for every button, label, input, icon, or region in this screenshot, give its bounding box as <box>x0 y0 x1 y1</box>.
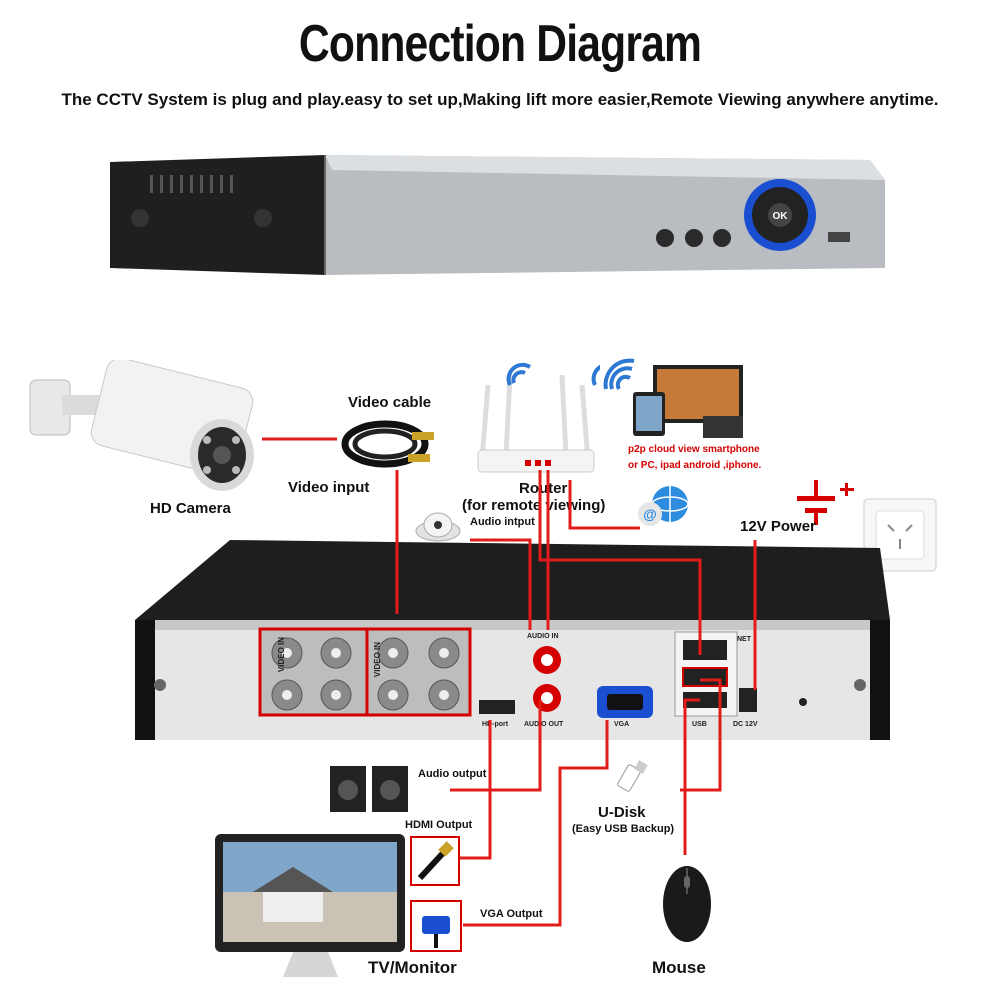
menu-button <box>713 229 731 247</box>
mouse-label: Mouse <box>652 958 706 977</box>
p2p-label-1: p2p cloud view smartphone <box>628 444 760 455</box>
dc-port-label: DC 12V <box>733 721 758 728</box>
hd-camera-image <box>29 360 254 491</box>
front-usb-port <box>828 232 850 242</box>
video-in-label-1: VIDEO IN <box>277 636 287 673</box>
audio-input-label: Audio intput <box>470 516 535 528</box>
vga-output-label: VGA Output <box>480 908 543 920</box>
power-symbol-icon <box>797 480 854 525</box>
usb-port-label: USB <box>692 721 707 728</box>
u-disk-image <box>617 760 648 792</box>
svg-text:@: @ <box>643 506 657 522</box>
audio-out-port-label: AUDIO OUT <box>524 721 564 728</box>
video-cable-image <box>341 420 434 468</box>
hd-camera-label: HD Camera <box>150 500 231 517</box>
dvr-front-image: OK <box>110 155 885 275</box>
video-cable-label: Video cable <box>348 394 432 411</box>
mouse-image <box>663 866 711 942</box>
video-in-label-2: VIDEO IN <box>373 641 383 678</box>
p2p-devices-image <box>633 365 743 438</box>
tv-monitor-image <box>215 834 405 977</box>
hdmi-cable-image <box>410 836 460 886</box>
video-input-label: Video input <box>288 479 370 496</box>
esc-button <box>685 229 703 247</box>
diagram-title: Connection Diagram <box>298 15 702 73</box>
u-disk-label: U-Disk <box>598 804 646 821</box>
router-label: Router <box>519 480 568 497</box>
dvr-rear-image <box>135 540 890 740</box>
audio-in-port-label: AUDIO IN <box>527 633 559 640</box>
router-sub-label: (for remote viewing) <box>462 497 606 514</box>
router-image <box>477 362 600 473</box>
net-port-label: NET <box>737 636 751 643</box>
hdmi-output-label: HDMI Output <box>405 819 473 831</box>
diagram-subtitle: The CCTV System is plug and play.easy to… <box>61 90 939 109</box>
internet-globe-icon: @ <box>638 486 689 526</box>
vga-port-label: VGA <box>614 721 630 728</box>
p2p-label-2: or PC, ipad android ,iphone. <box>628 460 762 471</box>
ok-label: OK <box>773 211 789 222</box>
microphone-image <box>415 512 461 542</box>
power-label: 12V Power <box>740 518 816 535</box>
hd-port-label: HD-port <box>482 721 509 728</box>
wall-outlet-image <box>863 498 937 572</box>
u-disk-sub-label: (Easy USB Backup) <box>572 823 675 835</box>
speakers-image <box>330 766 408 812</box>
camera-wire <box>262 437 337 441</box>
rec-button <box>656 229 674 247</box>
wifi-icon <box>603 358 635 391</box>
tv-monitor-label: TV/Monitor <box>368 958 457 977</box>
audio-output-label: Audio output <box>418 768 487 780</box>
vga-cable-image <box>410 900 462 952</box>
